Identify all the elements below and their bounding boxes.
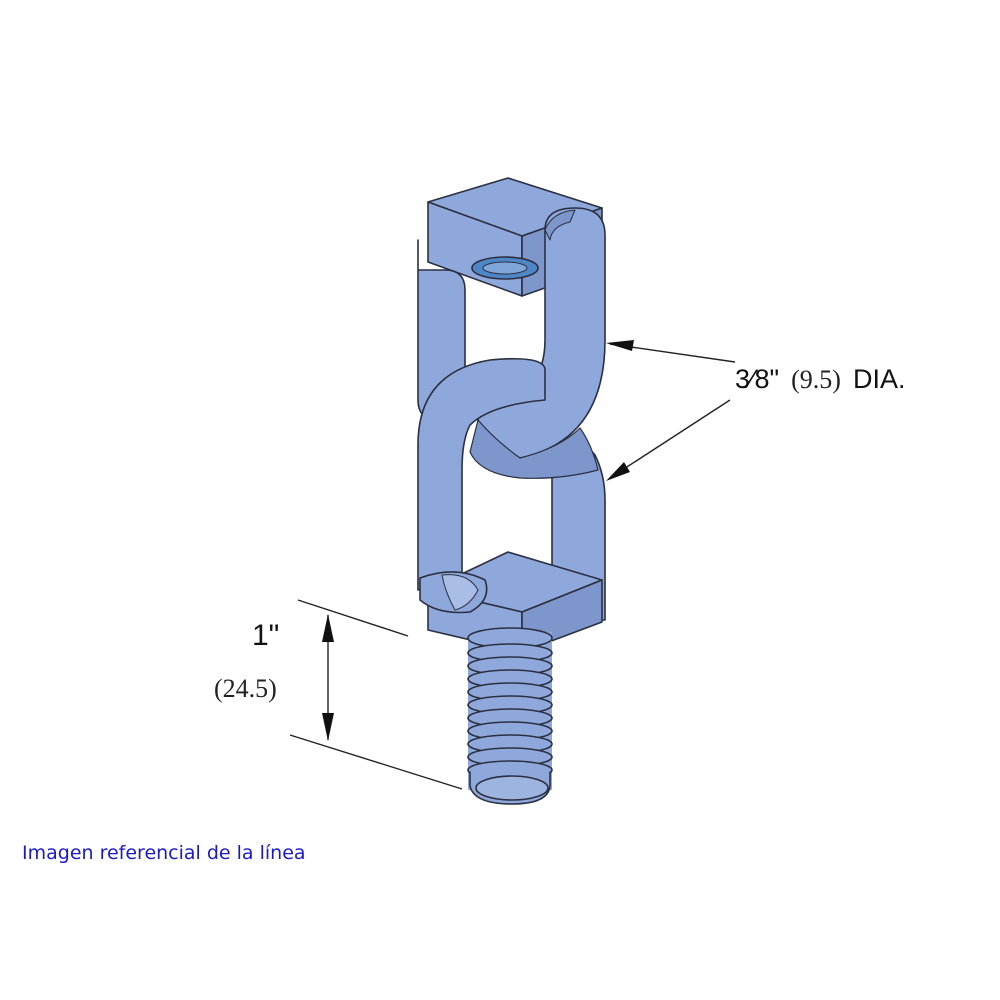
extension-line-bottom xyxy=(289,734,463,790)
arrowhead-icon xyxy=(322,713,334,741)
length-metric-label: (24.5) xyxy=(214,674,277,703)
leader-line-lower xyxy=(609,399,731,479)
arrowhead-icon xyxy=(606,340,634,351)
bottom-square-block xyxy=(419,551,603,653)
arrowhead-icon xyxy=(606,462,630,481)
arrowhead-icon xyxy=(322,614,334,642)
diameter-label: 3⁄8" (9.5) DIA. xyxy=(735,364,905,394)
caption: Imagen referencial de la línea xyxy=(22,842,306,864)
diameter-dimension xyxy=(606,340,736,481)
extension-line-top xyxy=(297,599,409,637)
length-dimension xyxy=(289,599,463,790)
length-imperial-label: 1" xyxy=(252,619,279,652)
threaded-stud xyxy=(467,627,553,805)
